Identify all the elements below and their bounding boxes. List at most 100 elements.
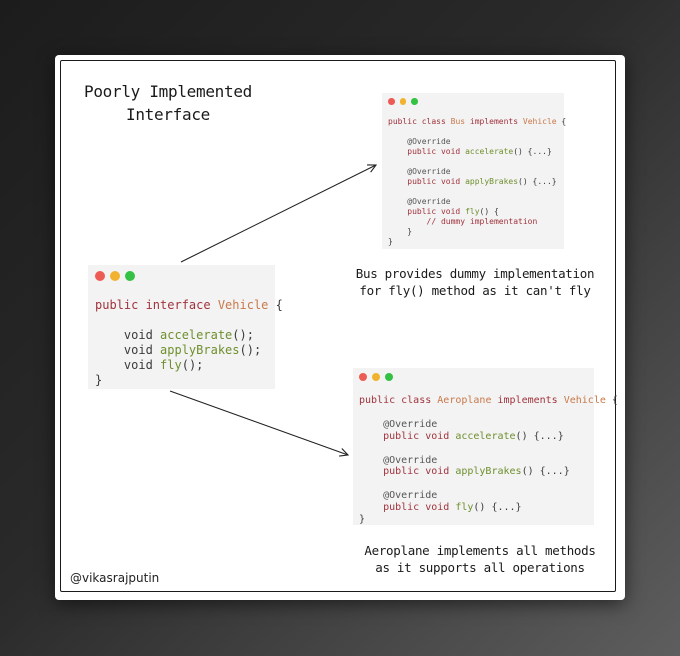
code-token: Vehicle (217, 298, 269, 312)
bus-note: Bus provides dummy implementation for fl… (340, 265, 610, 299)
code-line: @Override (388, 166, 451, 176)
maximize-dot-icon (385, 373, 393, 381)
code-token: () {...} (515, 430, 564, 442)
code-token: @Override (359, 454, 438, 466)
code-line: public class Bus implements Vehicle { (388, 117, 566, 126)
code-token: public class (388, 116, 451, 126)
code-token: (); (181, 358, 204, 372)
code-token: @Override (359, 490, 438, 502)
code-token: @Override (359, 418, 438, 430)
code-token: public class (359, 395, 438, 406)
code-token: applyBrakes (465, 176, 519, 186)
close-dot-icon (95, 271, 105, 281)
diagram-title: Poorly Implemented Interface (78, 80, 258, 126)
code-line: } (388, 237, 393, 246)
code-token: fly (465, 206, 480, 216)
code-token: { (556, 116, 567, 126)
close-dot-icon (359, 373, 367, 381)
code-token: public interface (95, 298, 218, 312)
code-token: void (95, 358, 161, 372)
code-line: public interface Vehicle { (95, 298, 283, 312)
code-token: // dummy implementation (388, 216, 538, 226)
arrow-to-bus (180, 165, 376, 263)
code-token: Vehicle (563, 395, 606, 406)
code-token: () { (479, 206, 499, 216)
bus-note-line-1: Bus provides dummy implementation (355, 266, 595, 281)
aeroplane-note-line-2: as it supports all operations (375, 560, 585, 575)
author-handle: @vikasrajputin (70, 571, 160, 585)
code-token: } (388, 226, 413, 236)
title-line-2: Interface (126, 105, 210, 124)
window-controls (388, 98, 558, 105)
code-token: } (95, 373, 103, 387)
code-token: applyBrakes (160, 343, 240, 357)
minimize-dot-icon (399, 98, 406, 105)
code-token: { (268, 298, 283, 312)
code-token: void (95, 328, 161, 342)
window-controls (95, 271, 268, 281)
code-line: @Override (388, 196, 451, 206)
code-line: } (95, 373, 102, 387)
bus-class-code: public class Bus implements Vehicle { @O… (382, 93, 566, 249)
code-token: @Override (388, 166, 451, 176)
code-line: // dummy implementation (388, 216, 538, 226)
code-token: () {...} (521, 466, 570, 478)
code-line: public class Aeroplane implements Vehicl… (359, 395, 618, 406)
code-line: } (359, 514, 365, 525)
maximize-dot-icon (411, 98, 418, 105)
code-token: accelerate (160, 328, 233, 342)
code-token: applyBrakes (455, 466, 522, 478)
code-line: public void applyBrakes() {...} (388, 176, 557, 186)
title-line-1: Poorly Implemented (84, 82, 252, 101)
vehicle-interface-code: public interface Vehicle { void accelera… (88, 265, 283, 389)
code-token: () {...} (518, 176, 557, 186)
code-line: public void accelerate() {...} (388, 147, 552, 156)
code-token: (); (239, 343, 262, 357)
code-line: public void fly() {...} (359, 502, 522, 514)
code-token: } (388, 236, 393, 246)
code-line: public void accelerate() {...} (359, 431, 564, 442)
code-token: @Override (388, 196, 451, 206)
code-token: accelerate (455, 430, 516, 442)
bus-note-line-2: for fly() method as it can't fly (359, 283, 591, 298)
maximize-dot-icon (125, 271, 135, 281)
aeroplane-class-code: public class Aeroplane implements Vehicl… (353, 368, 618, 526)
code-token: public void (359, 430, 456, 442)
code-token: public void (388, 206, 466, 216)
code-line: } (388, 227, 412, 236)
code-token: implements (491, 395, 564, 406)
minimize-dot-icon (372, 373, 380, 381)
minimize-dot-icon (110, 271, 120, 281)
code-token: { (605, 395, 618, 406)
code-token: () {...} (473, 502, 522, 514)
code-token: () {...} (513, 146, 552, 156)
code-token: Bus (450, 116, 466, 126)
code-token: public void (359, 502, 456, 514)
aeroplane-note: Aeroplane implements all methods as it s… (345, 542, 615, 576)
code-line: @Override (388, 136, 451, 146)
code-line: void applyBrakes(); (95, 343, 261, 357)
code-token: Vehicle (522, 116, 557, 126)
code-text: public class Aeroplane implements Vehicl… (359, 395, 618, 526)
code-token: implements (465, 116, 523, 126)
code-token: (); (232, 328, 254, 342)
code-line: public void fly() { (388, 207, 499, 216)
code-token: accelerate (465, 146, 514, 156)
code-line: @Override (359, 455, 437, 466)
code-token: public void (388, 176, 466, 186)
code-token: fly (160, 358, 182, 372)
code-line: public void applyBrakes() {...} (359, 466, 570, 477)
code-line: @Override (359, 490, 437, 501)
code-token: @Override (388, 136, 451, 146)
code-token: public void (388, 146, 466, 156)
diagram-frame (60, 60, 616, 592)
code-line: void fly(); (95, 358, 204, 372)
aeroplane-note-line-1: Aeroplane implements all methods (364, 543, 596, 558)
code-token: fly (455, 502, 474, 514)
code-text: public class Bus implements Vehicle { @O… (388, 117, 566, 247)
close-dot-icon (388, 98, 395, 105)
code-token: void (95, 343, 161, 357)
code-line: @Override (359, 419, 437, 430)
code-text: public interface Vehicle { void accelera… (95, 298, 283, 388)
